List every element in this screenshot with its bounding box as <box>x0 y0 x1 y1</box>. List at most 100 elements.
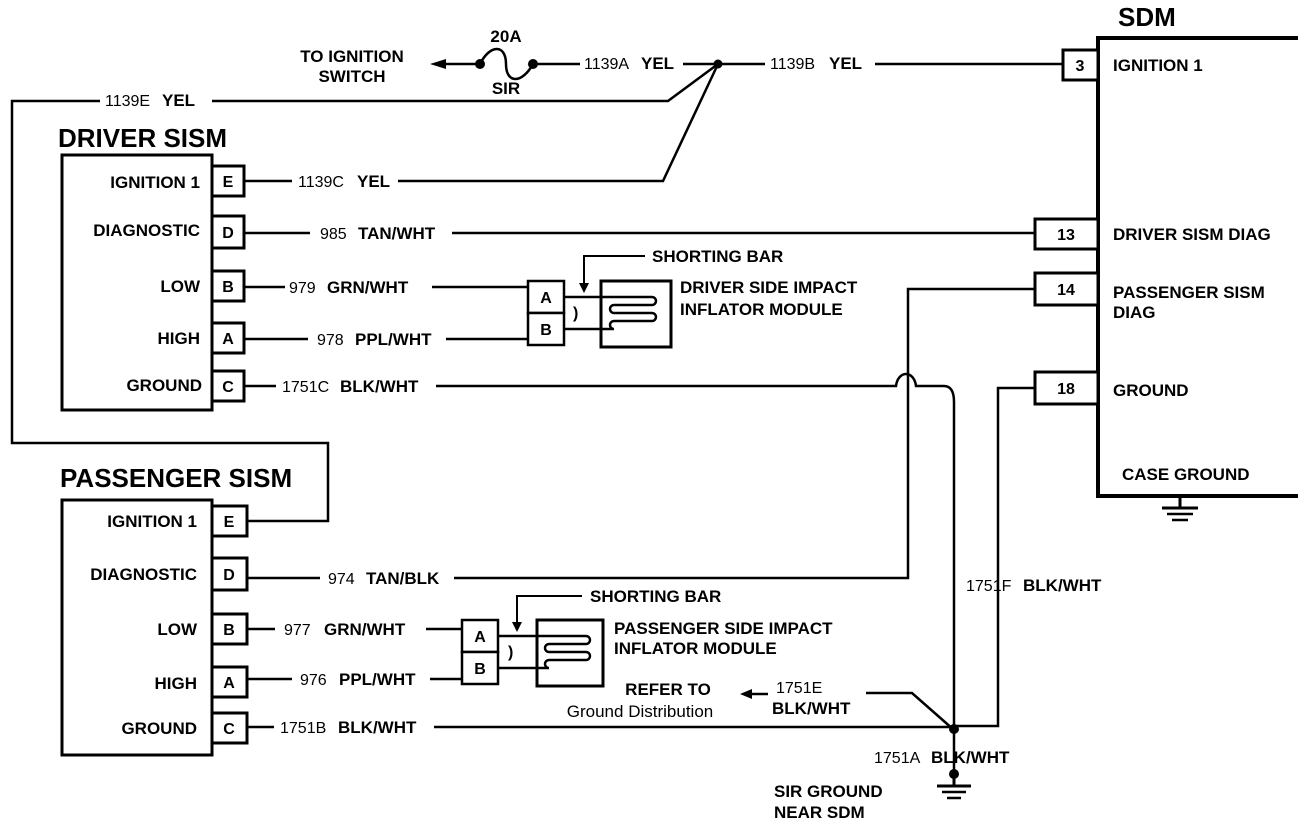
driver-high-label: HIGH <box>158 329 201 348</box>
wire-1139a-color: YEL <box>641 54 674 73</box>
passenger-pin-e-label: E <box>224 514 235 531</box>
wire-1139b-color: YEL <box>829 54 862 73</box>
case-ground-label: CASE GROUND <box>1122 465 1250 484</box>
wire-974-color: TAN/BLK <box>366 569 440 588</box>
wire-1751f-color: BLK/WHT <box>1023 576 1102 595</box>
to-ignition-label-1: TO IGNITION <box>300 47 404 66</box>
sir-ground-label-1: SIR GROUND <box>774 782 883 801</box>
wire-1751c-color: BLK/WHT <box>340 377 419 396</box>
passenger-low-label: LOW <box>157 620 198 639</box>
passenger-module-pin-b-label: B <box>474 661 486 678</box>
passenger-shorting-bar-leader <box>516 595 582 624</box>
fuse-name: SIR <box>492 79 520 98</box>
wire-1751b-num: 1751B <box>280 720 326 737</box>
driver-pin-e-label: E <box>223 174 234 191</box>
sdm-pin-14 <box>1033 271 1100 307</box>
driver-module-pin-a-label: A <box>540 290 552 307</box>
sdm-pin-14-num: 14 <box>1057 282 1075 299</box>
driver-module-pin-b <box>526 311 566 347</box>
wire-1751f-route <box>954 386 1035 728</box>
passenger-module-label-2: INFLATOR MODULE <box>614 639 777 658</box>
passenger-shorting-bracket: ) <box>508 644 513 661</box>
wire-1751e-color: BLK/WHT <box>772 699 851 718</box>
wire-978-num: 978 <box>317 332 344 349</box>
sdm-pin-13 <box>1033 217 1100 251</box>
refer-to-label: REFER TO <box>625 680 711 699</box>
wire-1139c-route <box>398 63 720 183</box>
wire-1139c-num: 1139C <box>298 174 344 191</box>
fuse-rating: 20A <box>490 27 521 46</box>
to-ignition-label-2: SWITCH <box>318 67 385 86</box>
sdm-driver-diag-label: DRIVER SISM DIAG <box>1113 225 1271 244</box>
sdm-passenger-diag-label-1: PASSENGER SISM <box>1113 283 1265 302</box>
wire-1139b-num: 1139B <box>770 56 815 73</box>
passenger-pin-e <box>210 504 249 538</box>
passenger-shorting-bar-label: SHORTING BAR <box>590 587 721 606</box>
driver-module-pin-b-label: B <box>540 322 552 339</box>
sdm-box <box>1096 36 1298 498</box>
wire-1139c-color: YEL <box>357 172 390 191</box>
passenger-high-label: HIGH <box>155 674 198 693</box>
passenger-sism-title: PASSENGER SISM <box>60 463 292 493</box>
driver-ignition-label: IGNITION 1 <box>110 173 200 192</box>
passenger-pin-b <box>210 612 249 646</box>
driver-pin-b <box>210 269 246 303</box>
driver-pin-c-label: C <box>222 379 234 396</box>
fuse-icon <box>475 47 538 81</box>
sdm-pin-18-num: 18 <box>1057 381 1075 398</box>
driver-shorting-bar-leader <box>583 255 645 285</box>
wire-976-color: PPL/WHT <box>339 670 416 689</box>
sdm-pin-13-num: 13 <box>1057 227 1075 244</box>
wire-1139e-top <box>212 62 719 103</box>
wire-1751f-num: 1751F <box>966 578 1012 595</box>
wire-979-color: GRN/WHT <box>327 278 409 297</box>
wire-1751e-num: 1751E <box>776 680 822 697</box>
arrow-left-icon <box>430 59 446 69</box>
passenger-pin-d <box>210 556 249 592</box>
passenger-pin-a <box>210 665 249 699</box>
wire-974-route <box>454 287 1035 580</box>
ground-distribution-label: Ground Distribution <box>567 702 713 721</box>
passenger-ground-label: GROUND <box>121 719 197 738</box>
wire-1139a-num: 1139A <box>584 56 629 73</box>
arrow-down-icon <box>579 283 589 293</box>
ground-symbol-icon <box>1162 496 1198 522</box>
sdm-title: SDM <box>1118 2 1176 32</box>
driver-module-label-1: DRIVER SIDE IMPACT <box>680 278 858 297</box>
sdm-pin-3-num: 3 <box>1076 58 1085 75</box>
inflator-coil-icon <box>601 295 658 331</box>
wire-1139e-color: YEL <box>162 91 195 110</box>
passenger-pin-d-label: D <box>223 567 235 584</box>
wire-985-num: 985 <box>320 226 347 243</box>
wire-1139e-num: 1139E <box>105 93 150 110</box>
passenger-ignition-label: IGNITION 1 <box>107 512 197 531</box>
wire-976-num: 976 <box>300 672 327 689</box>
wire-974-num: 974 <box>328 571 355 588</box>
inflator-coil-icon <box>537 634 592 670</box>
driver-shorting-bar-label: SHORTING BAR <box>652 247 783 266</box>
driver-pin-b-label: B <box>222 279 234 296</box>
wire-1751e-route <box>866 691 955 731</box>
wire-1751a-color: BLK/WHT <box>931 748 1010 767</box>
driver-pin-d-label: D <box>222 225 234 242</box>
sdm-ignition-label: IGNITION 1 <box>1113 56 1203 75</box>
passenger-pin-c <box>210 711 249 745</box>
driver-pin-a-label: A <box>222 331 234 348</box>
wire-977-color: GRN/WHT <box>324 620 406 639</box>
wire-1751b-color: BLK/WHT <box>338 718 417 737</box>
passenger-pin-b-label: B <box>223 622 235 639</box>
wire-1751c-right <box>436 372 956 730</box>
passenger-module-label-1: PASSENGER SIDE IMPACT <box>614 619 833 638</box>
sdm-passenger-diag-label-2: DIAG <box>1113 303 1156 322</box>
wire-1139e-route <box>10 99 330 523</box>
wire-977-num: 977 <box>284 622 311 639</box>
arrow-left-icon <box>740 689 752 699</box>
ground-symbol-icon <box>937 769 971 800</box>
passenger-module-pin-a-label: A <box>474 629 486 646</box>
wire-1751c-num: 1751C <box>282 379 329 396</box>
wire-978-color: PPL/WHT <box>355 330 432 349</box>
passenger-pin-c-label: C <box>223 721 235 738</box>
passenger-diagnostic-label: DIAGNOSTIC <box>90 565 197 584</box>
